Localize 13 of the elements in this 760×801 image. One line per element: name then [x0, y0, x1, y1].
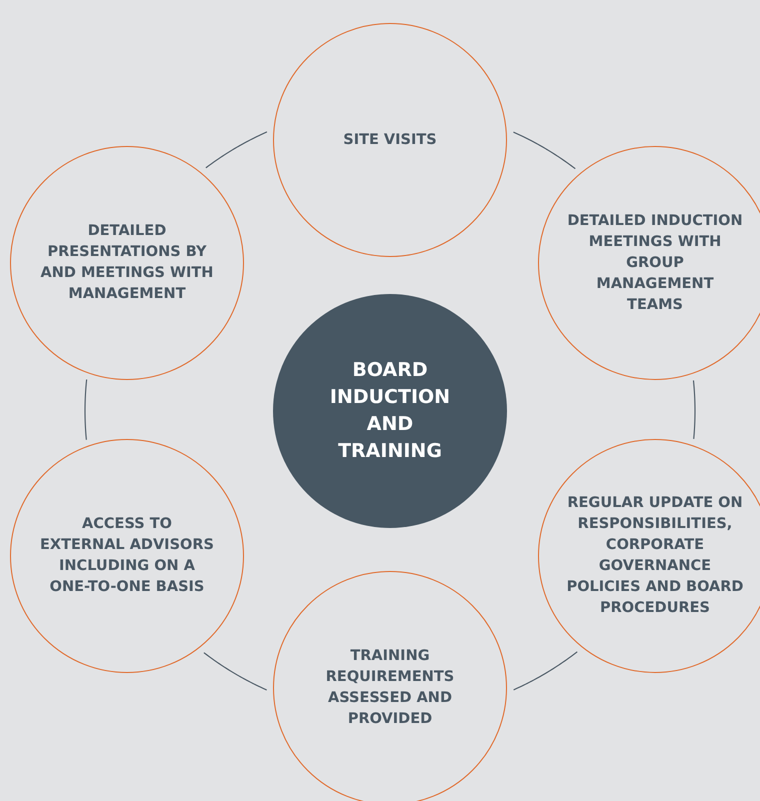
topic-text: TRAINING REQUIREMENTS ASSESSED AND PROVIDED — [324, 647, 456, 729]
connector-arc — [513, 132, 576, 170]
topic-text: DETAILED PRESENTATIONS BY AND MEETINGS WITH MANAGEMENT — [40, 222, 214, 304]
connector-arc — [84, 379, 88, 440]
connector-arc — [204, 652, 267, 690]
center-title: BOARD INDUCTION AND TRAINING — [328, 358, 452, 464]
topic-text: SITE VISITS — [343, 130, 437, 150]
topic-text: REGULAR UPDATE ON RESPONSIBILITIES, CORPORATE GOVERNANCE POLICIES AND BOARD PROCEDURES — [566, 494, 744, 618]
connector-arc — [692, 380, 696, 439]
connector-arc — [206, 131, 268, 168]
topic-text: ACCESS TO EXTERNAL ADVISORS INCLUDING ON A ONE-TO-ONE BASIS — [39, 515, 215, 597]
topic-text: DETAILED INDUCTION MEETINGS WITH GROUP MANAGEMENT TEAMS — [566, 212, 744, 314]
connector-arc — [513, 651, 578, 690]
